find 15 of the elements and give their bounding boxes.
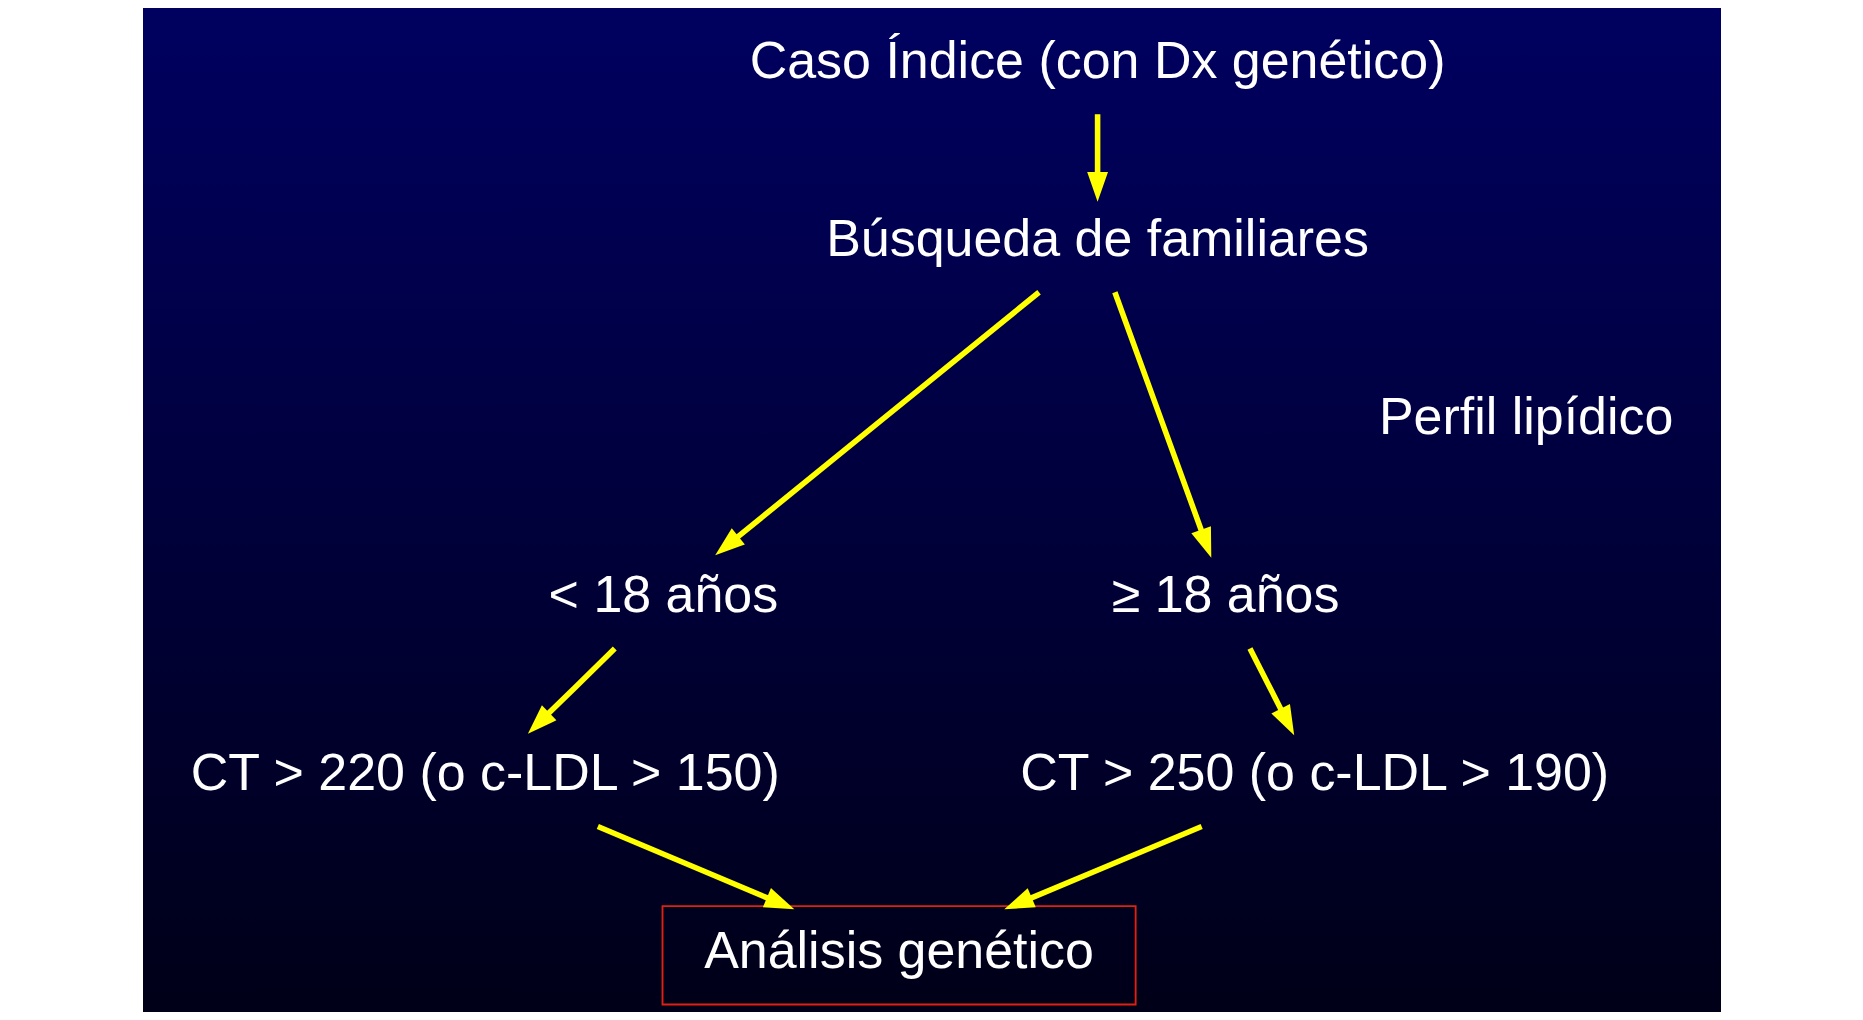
arrow bbox=[596, 823, 794, 910]
node-text: ≥ 18 años bbox=[1111, 564, 1339, 623]
arrow bbox=[1246, 647, 1294, 736]
label: Perfil lipídico bbox=[1378, 386, 1673, 445]
node-text: CT > 220 (o c-LDL > 150) bbox=[190, 742, 780, 801]
node-text: Caso Índice (con Dx genético) bbox=[749, 30, 1445, 89]
node-text: < 18 años bbox=[548, 564, 778, 623]
arrow bbox=[527, 646, 617, 734]
node-text: Búsqueda de familiares bbox=[825, 208, 1369, 267]
arrow bbox=[1086, 114, 1108, 202]
arrow bbox=[714, 290, 1041, 556]
arrow bbox=[1003, 823, 1203, 910]
arrow bbox=[1111, 291, 1211, 558]
node-box: Análisis genético bbox=[661, 905, 1137, 1006]
node-text: CT > 250 (o c-LDL > 190) bbox=[1019, 742, 1609, 801]
